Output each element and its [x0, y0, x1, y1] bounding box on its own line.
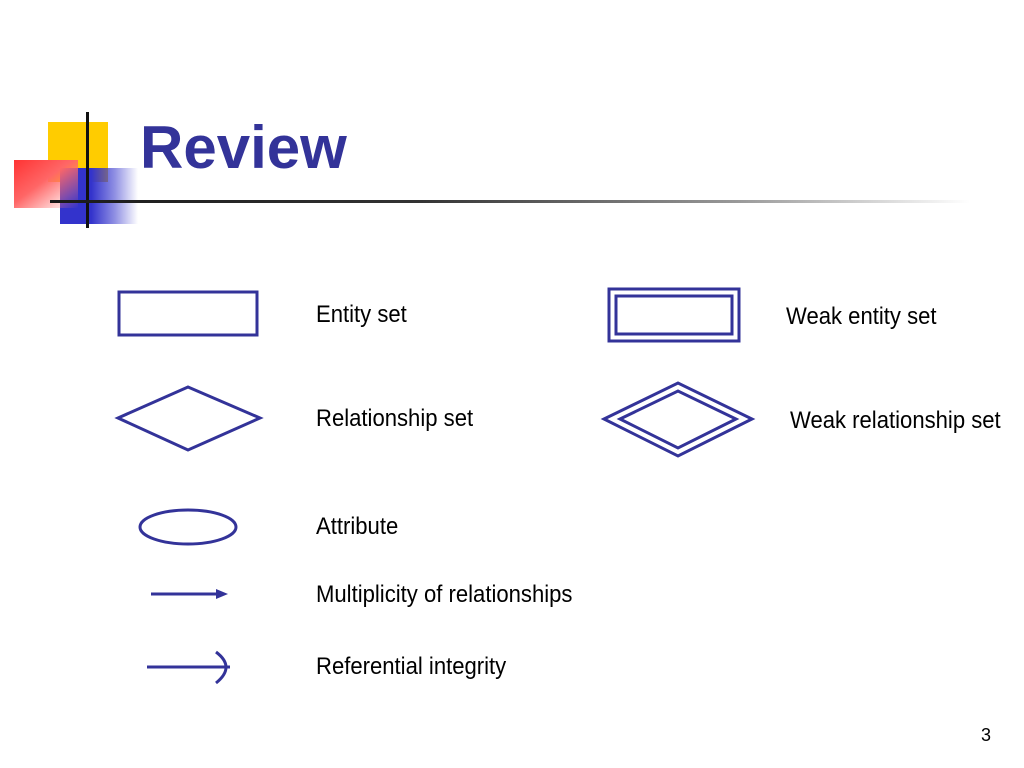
entity-set-rectangle-icon: [117, 290, 259, 337]
decor-vertical-line: [86, 112, 89, 228]
weak-relationship-set-label: Weak relationship set: [790, 407, 1001, 434]
referential-integrity-rounded-arrow-icon: [147, 650, 230, 685]
attribute-ellipse-icon: [138, 508, 238, 546]
multiplicity-arrow-icon: [151, 589, 228, 599]
relationship-set-label: Relationship set: [316, 405, 474, 432]
entity-set-label: Entity set: [316, 301, 407, 328]
referential-integrity-label: Referential integrity: [316, 653, 507, 680]
page-number: 3: [980, 725, 991, 745]
multiplicity-label: Multiplicity of relationships: [316, 581, 573, 608]
slide-title: Review: [140, 114, 347, 181]
attribute-label: Attribute: [316, 513, 399, 540]
weak-entity-set-label: Weak entity set: [786, 303, 937, 330]
weak-entity-set-double-rectangle-icon: [607, 287, 741, 343]
title-underline: [50, 200, 970, 203]
relationship-set-diamond-icon: [114, 385, 264, 452]
weak-relationship-set-double-diamond-icon: [600, 381, 756, 458]
